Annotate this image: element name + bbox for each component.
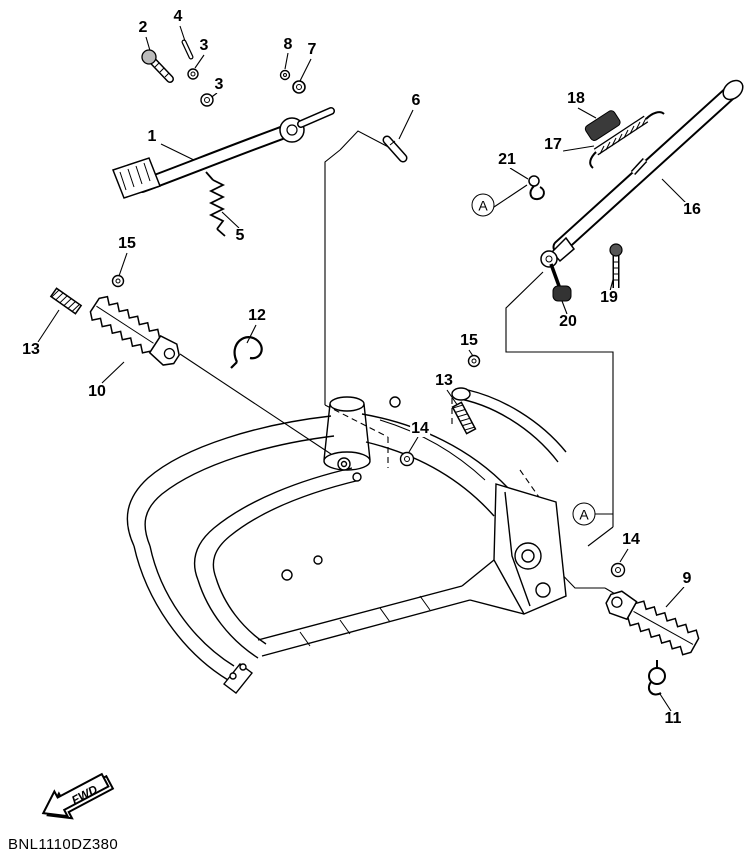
callout-15a: 15 xyxy=(117,235,137,252)
holder-clamp-11 xyxy=(647,660,666,696)
callout-4: 4 xyxy=(172,8,184,25)
brake-pedal xyxy=(112,107,335,199)
callout-20: 20 xyxy=(558,313,578,330)
washer-3a xyxy=(187,68,199,80)
washer-8 xyxy=(279,69,291,81)
pedal-return-spring xyxy=(205,171,226,237)
callout-9: 9 xyxy=(681,570,693,587)
ref-marker-a-bottom: A xyxy=(572,502,596,526)
frame xyxy=(126,387,567,694)
callout-6: 6 xyxy=(410,92,422,109)
callout-19: 19 xyxy=(599,289,619,306)
washer-14-center xyxy=(399,451,415,467)
callout-8: 8 xyxy=(282,36,294,53)
callout-5: 5 xyxy=(234,227,246,244)
holder-clamp-12 xyxy=(230,336,263,369)
callout-17: 17 xyxy=(543,136,563,153)
washer-3b xyxy=(200,93,214,107)
callout-13b: 13 xyxy=(434,372,454,389)
callout-1: 1 xyxy=(146,128,158,145)
callout-21: 21 xyxy=(497,151,517,168)
footrest-right xyxy=(605,590,700,656)
stand-pivot-bolt xyxy=(609,243,623,288)
washer-15-right xyxy=(467,354,481,368)
connector-lines xyxy=(179,130,633,605)
drawing-code: BNL1110DZ380 xyxy=(8,836,119,853)
ref-marker-a-top: A xyxy=(471,193,495,217)
callout-13a: 13 xyxy=(21,341,41,358)
callout-14a: 14 xyxy=(410,420,430,437)
callout-15b: 15 xyxy=(459,332,479,349)
callout-3a: 3 xyxy=(198,37,210,54)
cotter-pin xyxy=(181,39,194,60)
callout-3b: 3 xyxy=(213,76,225,93)
washer-15-left xyxy=(111,274,125,288)
callout-7: 7 xyxy=(306,41,318,58)
side-stand xyxy=(540,79,744,287)
footrest-left xyxy=(89,295,180,366)
callout-10: 10 xyxy=(87,383,107,400)
pedal-pivot-bolt xyxy=(141,49,174,83)
callout-18: 18 xyxy=(566,90,586,107)
stand-damper xyxy=(584,110,621,141)
callout-12: 12 xyxy=(247,307,267,324)
spring-pin-right xyxy=(451,401,477,435)
callout-16: 16 xyxy=(682,201,702,218)
callout-14b: 14 xyxy=(621,531,641,548)
spring-pin-left xyxy=(49,287,83,315)
stand-spring xyxy=(589,111,665,169)
circlip-7 xyxy=(292,80,306,94)
fwd-arrow: FWD xyxy=(41,772,115,820)
stand-switch-hook xyxy=(528,175,545,201)
washer-14-right xyxy=(610,562,626,578)
pin-6 xyxy=(382,135,408,163)
stand-cap xyxy=(552,285,572,302)
callout-2: 2 xyxy=(137,19,149,36)
callout-11: 11 xyxy=(663,710,683,727)
